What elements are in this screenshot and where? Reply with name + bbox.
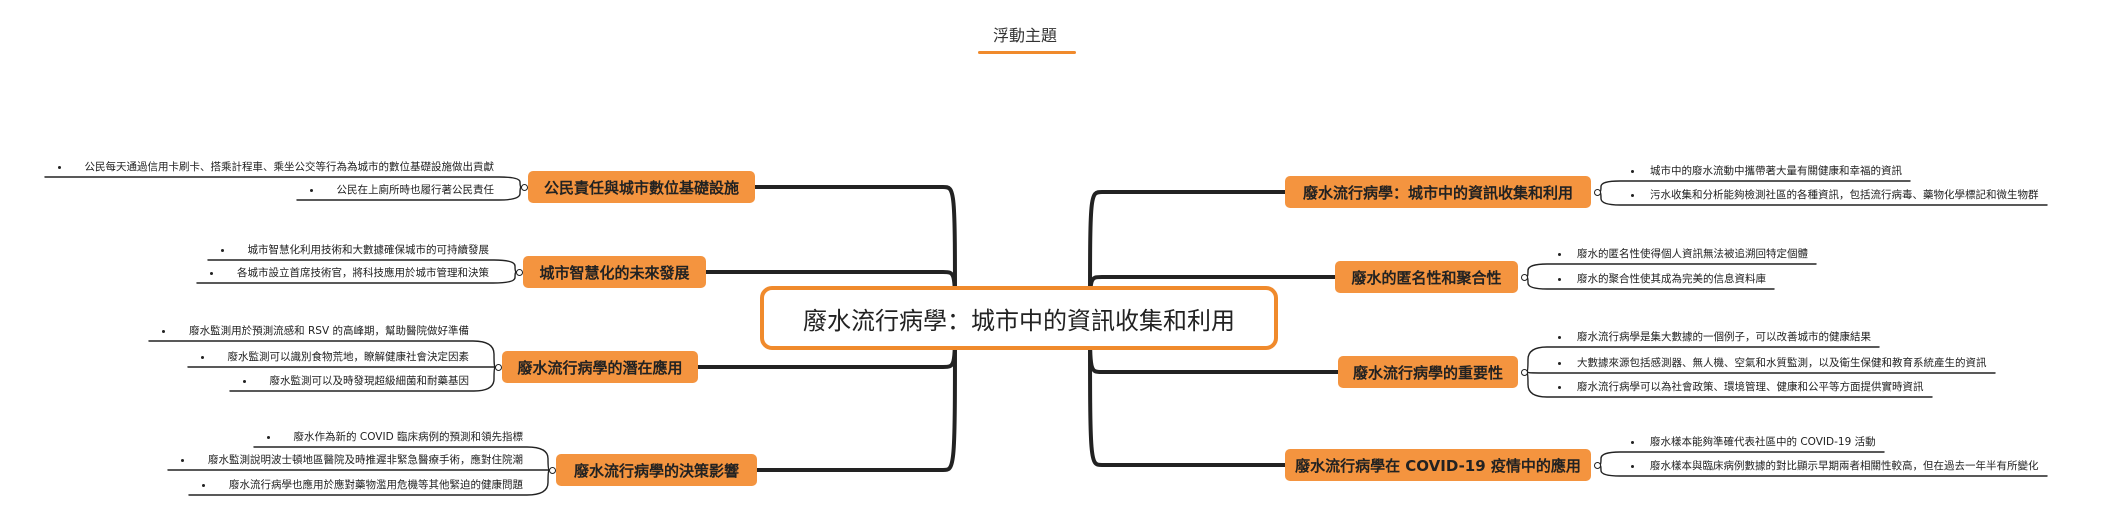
leaf-line-left-2-0 [148,340,496,368]
leaf-line-left-0-0 [44,176,522,188]
branch-connector-left-0 [520,183,528,191]
leaf-line-right-0-0 [1599,180,1911,193]
bullet-left-2-2 [242,379,246,383]
leaf-line-right-2-0 [1526,346,1880,373]
leaf-line-left-2-2 [229,366,496,392]
leaf-importance-big-data[interactable]: 廢水流行病學是集大數據的一個例子，可以改善城市的健康結果 [1577,331,1871,343]
leaf-line-left-1-0 [207,259,517,273]
bullet-left-3-0 [266,435,270,439]
leaf-apply-food-desert[interactable]: 廢水監測可以識別食物荒地，瞭解健康社會決定因素 [227,351,470,363]
bullet-right-0-0 [1630,169,1634,173]
leaf-aggregation[interactable]: 廢水的聚合性使其成為完美的信息資料庫 [1577,273,1766,285]
bullet-right-3-1 [1630,464,1634,468]
branch-connector-left-2 [494,363,502,371]
leaf-importance-sources[interactable]: 大數據來源包括感測器、無人機、空氣和水質監測，以及衛生保健和教育系統產生的資訊 [1577,357,1987,369]
bullet-left-0-0 [57,165,61,169]
bullet-left-0-1 [309,188,313,192]
bullet-left-2-1 [200,355,204,359]
bullet-left-1-0 [220,248,224,252]
bullet-left-3-1 [180,458,184,462]
bullet-right-2-2 [1557,385,1561,389]
trunk-left-0 [753,185,957,320]
bullet-right-2-1 [1557,361,1561,365]
branch-decision-impact[interactable]: 廢水流行病學的決策影響 [556,454,757,486]
branch-info-collection[interactable]: 廢水流行病學：城市中的資訊收集和利用 [1285,176,1591,208]
branch-anonymity-aggregation[interactable]: 廢水的匿名性和聚合性 [1335,261,1518,293]
branch-connector-right-1 [1520,273,1528,281]
leaf-apply-superbug[interactable]: 廢水監測可以及時發現超級細菌和耐藥基因 [269,375,470,387]
leaf-civic-credit-card[interactable]: 公民每天通過信用卡刷卡、搭乘計程車、乘坐公交等行為為城市的數位基礎設施做出貢獻 [84,161,495,173]
trunk-left-3 [755,316,957,472]
leaf-line-right-3-0 [1599,451,1885,466]
leaf-importance-realtime[interactable]: 廢水流行病學可以為社會政策、環境管理、健康和公平等方面提供實時資訊 [1577,381,1924,393]
bullet-left-3-2 [201,483,205,487]
leaf-civic-restroom[interactable]: 公民在上廁所時也履行著公民責任 [336,184,495,196]
bullet-left-1-1 [209,271,213,275]
leaf-line-left-0-1 [296,186,522,201]
trunk-right-0 [1088,190,1287,320]
floating-topic[interactable]: 浮動主題 [992,26,1057,45]
leaf-anonymity[interactable]: 廢水的匿名性使得個人資訊無法被追溯回特定個體 [1577,248,1808,260]
bullet-right-1-0 [1557,252,1561,256]
branch-connector-right-0 [1593,188,1601,196]
branch-connector-right-2 [1520,368,1528,376]
branch-connector-left-3 [548,466,556,474]
branch-potential-applications[interactable]: 廢水流行病學的潛在應用 [502,351,698,383]
branch-connector-left-1 [515,268,523,276]
trunk-right-3 [1088,316,1287,467]
leaf-line-left-3-0 [253,446,550,471]
leaf-smart-city-cto[interactable]: 各城市設立首席技術官，將科技應用於城市管理和決策 [237,267,489,279]
leaf-smart-city-tech[interactable]: 城市智慧化利用技術和大數據確保城市的可持續發展 [247,244,490,256]
bullet-right-3-0 [1630,440,1634,444]
branch-civic-responsibility[interactable]: 公民責任與城市數位基礎設施 [528,171,755,203]
branch-smart-city-future[interactable]: 城市智慧化的未來發展 [523,256,706,288]
branch-importance[interactable]: 廢水流行病學的重要性 [1338,356,1518,388]
floating-topic-underline [978,51,1076,54]
leaf-line-right-1-1 [1526,276,1775,290]
leaf-covid-samples[interactable]: 廢水樣本能夠準確代表社區中的 COVID-19 活動 [1650,436,1876,448]
leaf-covid-correlation[interactable]: 廢水樣本與臨床病例數據的對比顯示早期兩者相關性較高，但在過去一年半有所變化 [1650,460,2039,472]
bullet-right-2-0 [1557,335,1561,339]
branch-connector-right-3 [1593,461,1601,469]
leaf-line-right-3-1 [1599,464,2048,477]
leaf-apply-flu-rsv[interactable]: 廢水監測用於預測流感和 RSV 的高峰期，幫助醫院做好準備 [189,325,469,337]
central-topic[interactable]: 廢水流行病學：城市中的資訊收集和利用 [760,286,1278,350]
leaf-line-left-3-2 [188,469,550,496]
leaf-decision-boston-hospitals[interactable]: 廢水監測說明波士頓地區醫院及時推遲非緊急醫療手術，應對住院潮 [208,454,523,466]
leaf-line-right-2-2 [1526,371,1933,398]
leaf-line-left-1-1 [196,271,517,284]
leaf-line-right-2-1 [1526,371,1996,374]
leaf-info-sewage-analysis[interactable]: 污水收集和分析能夠檢測社區的各種資訊，包括流行病毒、藥物化學標記和微生物群 [1650,189,2039,201]
branch-covid-application[interactable]: 廢水流行病學在 COVID-19 疫情中的應用 [1285,449,1591,481]
leaf-decision-covid-indicator[interactable]: 廢水作為新的 COVID 臨床病例的預測和領先指標 [293,431,523,443]
leaf-line-right-0-1 [1599,191,2048,206]
bullet-right-0-1 [1630,193,1634,197]
leaf-line-right-1-0 [1526,263,1817,278]
bullet-right-1-1 [1557,277,1561,281]
bullet-left-2-0 [161,329,165,333]
leaf-info-health-wellbeing[interactable]: 城市中的廢水流動中攜帶著大量有關健康和幸福的資訊 [1650,165,1902,177]
leaf-decision-drug-crisis[interactable]: 廢水流行病學也應用於應對藥物濫用危機等其他緊迫的健康問題 [229,479,523,491]
